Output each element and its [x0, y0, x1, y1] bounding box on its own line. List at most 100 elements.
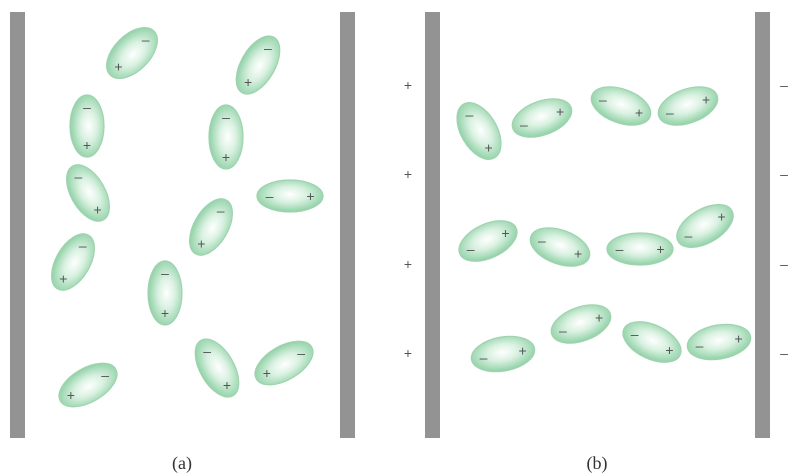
- dipole-body: [622, 321, 682, 363]
- positive-sign: +: [734, 331, 742, 347]
- negative-sign: –: [559, 323, 567, 339]
- panel-a-dipole-9: –+: [147, 260, 183, 326]
- positive-sign: +: [222, 149, 230, 165]
- panel-b-caption: (b): [587, 453, 608, 474]
- dipole-body: [676, 204, 734, 248]
- negative-sign: –: [520, 117, 528, 133]
- dipole-body: [58, 362, 118, 408]
- positive-sign: +: [656, 241, 664, 257]
- panel-a-dipole-3: –+: [69, 94, 105, 158]
- right-plate-minus-4: –: [780, 345, 788, 361]
- positive-sign: +: [161, 305, 169, 321]
- positive-sign: +: [665, 342, 673, 358]
- panel-b-dipole-1: –+: [456, 102, 502, 160]
- negative-sign: –: [297, 345, 305, 361]
- dipole-body: [458, 220, 518, 262]
- panel-b-dipole-6: –+: [529, 227, 591, 267]
- panel-b-dipole-8: –+: [676, 204, 734, 248]
- negative-sign: –: [684, 228, 692, 244]
- negative-sign: –: [203, 343, 211, 359]
- positive-sign: +: [702, 91, 710, 107]
- positive-sign: +: [59, 271, 67, 287]
- negative-sign: –: [696, 337, 704, 353]
- dipole-body: [235, 35, 281, 95]
- positive-sign: +: [595, 309, 603, 325]
- panel-b-left-plate: [425, 12, 440, 438]
- dipole-body: [470, 335, 536, 373]
- positive-sign: +: [635, 105, 643, 121]
- panel-a-dipole-2: –+: [235, 35, 281, 95]
- positive-sign: +: [718, 208, 726, 224]
- positive-sign: +: [306, 188, 314, 204]
- negative-sign: –: [264, 40, 272, 56]
- panel-b-dipole-2: –+: [511, 98, 573, 138]
- right-plate-minus-3: –: [780, 256, 788, 272]
- positive-sign: +: [197, 236, 205, 252]
- panel-b-dipole-12: –+: [686, 323, 752, 361]
- panel-b: +–+–+–+– –+–+–+–+–+–+–+–+–+–+–+–+ (b): [404, 12, 788, 474]
- panel-b-dipole-11: –+: [622, 321, 682, 363]
- dipole-body: [189, 198, 233, 256]
- negative-sign: –: [83, 99, 91, 115]
- dipole-body: [51, 233, 95, 291]
- panel-a-dipole-11: –+: [194, 338, 240, 398]
- positive-sign: +: [244, 74, 252, 90]
- left-plate-plus-1: +: [404, 77, 412, 93]
- positive-sign: +: [94, 202, 102, 218]
- panel-a-dipole-12: –+: [254, 340, 314, 386]
- dipole-body: [657, 86, 719, 126]
- dipole-body: [254, 340, 314, 386]
- positive-sign: +: [67, 387, 75, 403]
- dipole-body: [606, 232, 674, 266]
- dipole-body: [208, 104, 244, 170]
- dipole-body: [456, 102, 502, 160]
- dipole-body: [147, 260, 183, 326]
- panel-a-dipole-5: –+: [66, 164, 110, 222]
- right-plate-minus-1: –: [780, 77, 788, 93]
- panel-b-dipole-3: –+: [590, 86, 652, 126]
- negative-sign: –: [666, 105, 674, 121]
- dipole-body: [66, 164, 110, 222]
- positive-sign: +: [223, 377, 231, 393]
- panel-b-dipole-10: –+: [550, 304, 612, 344]
- panel-b-right-plate: [755, 12, 770, 438]
- dipole-body: [194, 338, 240, 398]
- negative-sign: –: [599, 91, 607, 107]
- positive-sign: +: [518, 343, 526, 359]
- panel-b-dipole-4: –+: [657, 86, 719, 126]
- panel-a: –+–+–+–+–+–+–+–+–+–+–+–+ (a): [10, 12, 355, 474]
- negative-sign: –: [631, 326, 639, 342]
- negative-sign: –: [74, 168, 82, 184]
- negative-sign: –: [465, 106, 473, 122]
- positive-sign: +: [83, 137, 91, 153]
- negative-sign: –: [161, 265, 169, 281]
- negative-sign: –: [142, 31, 150, 47]
- positive-sign: +: [556, 103, 564, 119]
- dipole-body: [256, 179, 324, 213]
- positive-sign: +: [263, 365, 271, 381]
- panel-a-dipoles: –+–+–+–+–+–+–+–+–+–+–+–+: [51, 27, 324, 408]
- panel-b-dipole-9: –+: [470, 335, 536, 373]
- panel-b-plate-charges: +–+–+–+–: [404, 77, 788, 361]
- panel-a-caption: (a): [172, 453, 192, 474]
- negative-sign: –: [616, 241, 624, 257]
- negative-sign: –: [217, 202, 225, 218]
- panel-a-left-plate: [10, 12, 25, 438]
- panel-a-right-plate: [340, 12, 355, 438]
- panel-b-dipoles: –+–+–+–+–+–+–+–+–+–+–+–+: [456, 86, 752, 373]
- panel-a-dipole-10: –+: [58, 362, 118, 408]
- negative-sign: –: [467, 241, 475, 257]
- panel-a-dipole-7: –+: [189, 198, 233, 256]
- panel-a-dipole-4: –+: [208, 104, 244, 170]
- positive-sign: +: [501, 225, 509, 241]
- left-plate-plus-4: +: [404, 345, 412, 361]
- positive-sign: +: [114, 59, 122, 75]
- negative-sign: –: [79, 237, 87, 253]
- negative-sign: –: [101, 367, 109, 383]
- dipole-body: [550, 304, 612, 344]
- panel-a-dipole-8: –+: [51, 233, 95, 291]
- negative-sign: –: [538, 232, 546, 248]
- dipole-body: [590, 86, 652, 126]
- left-plate-plus-3: +: [404, 256, 412, 272]
- negative-sign: –: [222, 109, 230, 125]
